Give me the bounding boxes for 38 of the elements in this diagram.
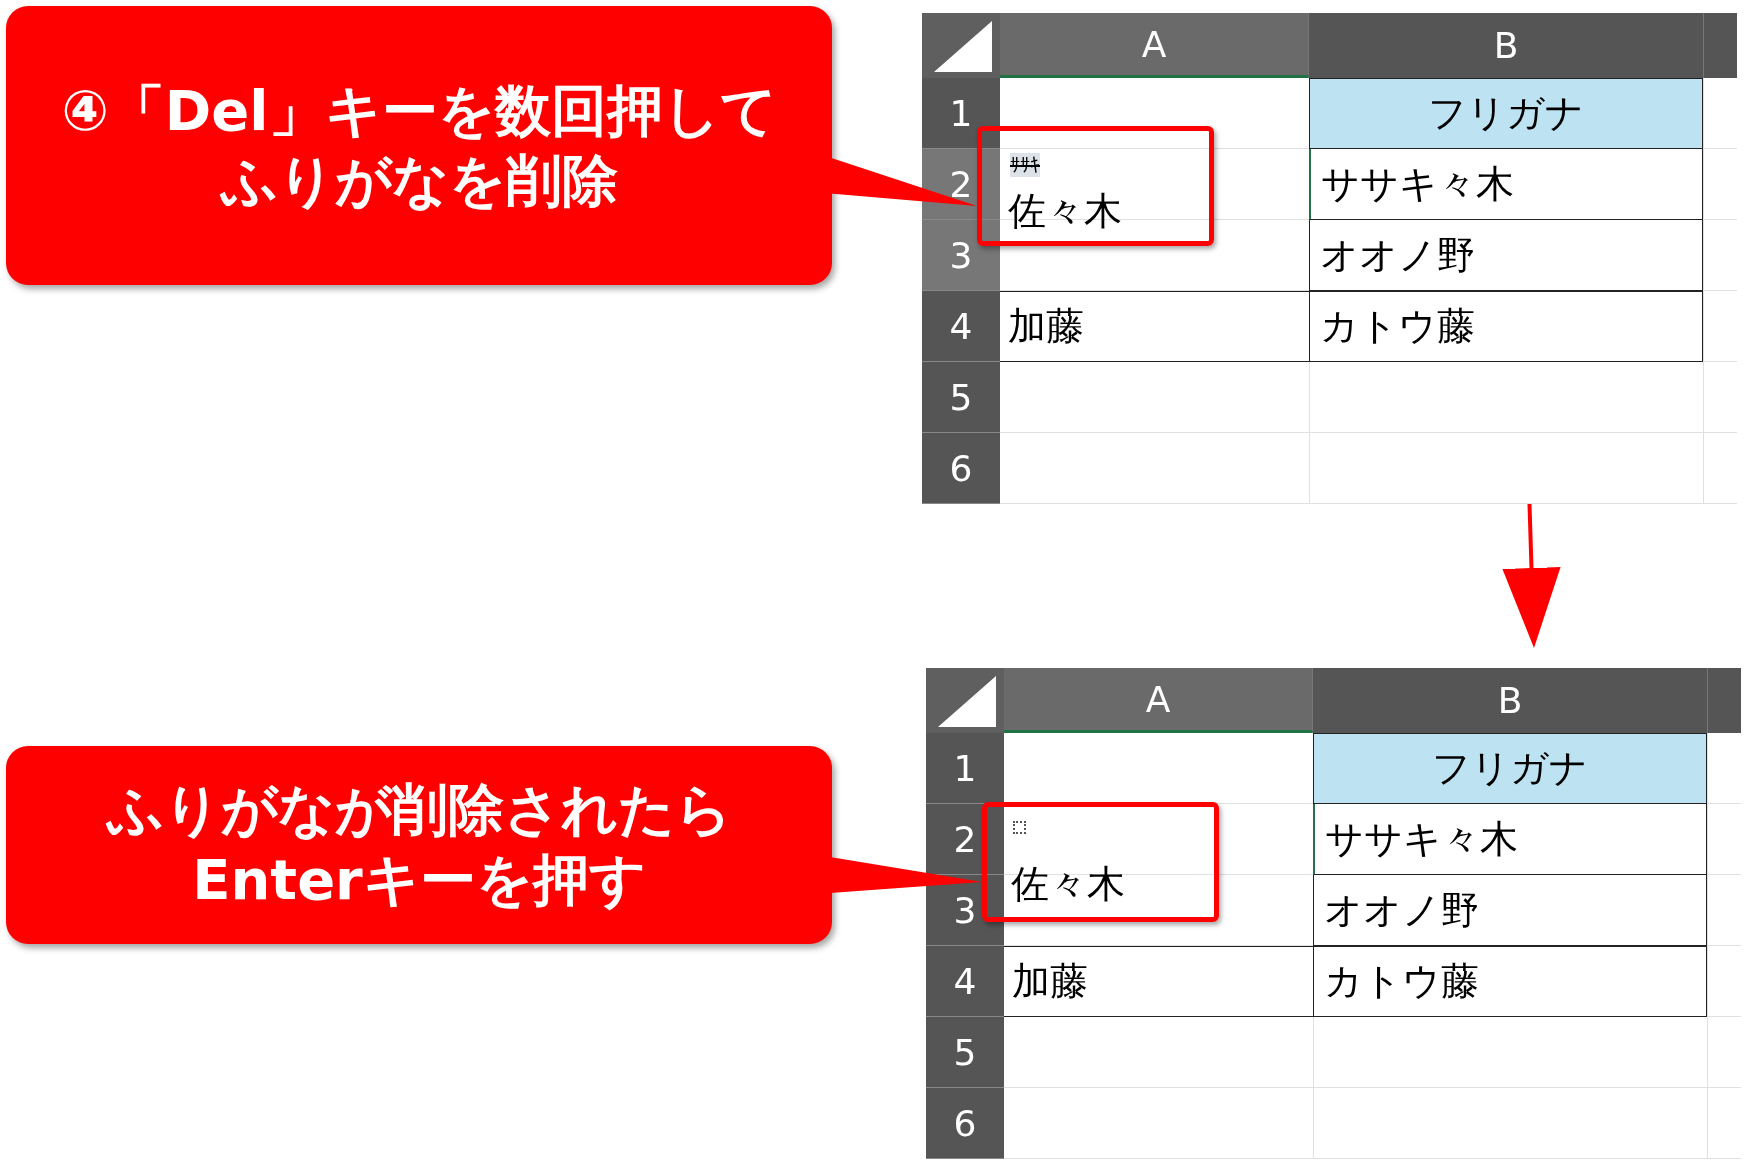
callout-pointer bbox=[830, 157, 977, 206]
column-header: A bbox=[1000, 13, 1309, 78]
row-header: 1 bbox=[926, 733, 1004, 804]
column-header: B bbox=[1313, 668, 1707, 733]
table-cell: カトウ藤 bbox=[1309, 291, 1703, 362]
header-cell: フリガナ bbox=[1309, 78, 1703, 149]
callout-box bbox=[6, 746, 832, 944]
arrow bbox=[1502, 503, 1561, 648]
header-cell: フリガナ bbox=[1313, 733, 1707, 804]
spreadsheet-grid bbox=[926, 668, 1741, 1159]
table-cell: カトウ藤 bbox=[1313, 946, 1707, 1017]
callout-box bbox=[6, 6, 832, 285]
table-cell: ササキ々木 bbox=[1313, 804, 1707, 875]
callout-text: ふりがなが削除されたらEnterキーを押す bbox=[105, 776, 733, 914]
table-cell: オオノ野 bbox=[1313, 875, 1707, 946]
spreadsheet-grid bbox=[922, 13, 1737, 504]
table-cell: 加藤 bbox=[1004, 946, 1313, 1017]
highlight-frame bbox=[982, 802, 1219, 922]
callout-pointer bbox=[830, 857, 982, 893]
column-header: A bbox=[1004, 668, 1313, 733]
row-header: 3 bbox=[922, 220, 1000, 291]
furigana-text: ｻｻｷ bbox=[1010, 153, 1040, 177]
cell-text: 佐々木 bbox=[1011, 862, 1125, 906]
row-header: 4 bbox=[922, 291, 1000, 362]
row-header: 5 bbox=[922, 362, 1000, 433]
row-header: 1 bbox=[922, 78, 1000, 149]
row-header: 6 bbox=[926, 1088, 1004, 1159]
table-cell: 加藤 bbox=[1000, 291, 1309, 362]
row-header: 5 bbox=[926, 1017, 1004, 1088]
callout-text: ④「Del」キーを数回押してふりがなを削除 bbox=[60, 76, 778, 215]
table-cell: オオノ野 bbox=[1309, 220, 1703, 291]
cell-text: 佐々木 bbox=[1008, 189, 1122, 233]
column-header: B bbox=[1309, 13, 1703, 78]
highlight-frame bbox=[977, 126, 1214, 246]
row-header: 6 bbox=[922, 433, 1000, 504]
table-cell: ササキ々木 bbox=[1309, 149, 1703, 220]
row-header: 4 bbox=[926, 946, 1004, 1017]
row-header: 2 bbox=[926, 804, 1004, 875]
